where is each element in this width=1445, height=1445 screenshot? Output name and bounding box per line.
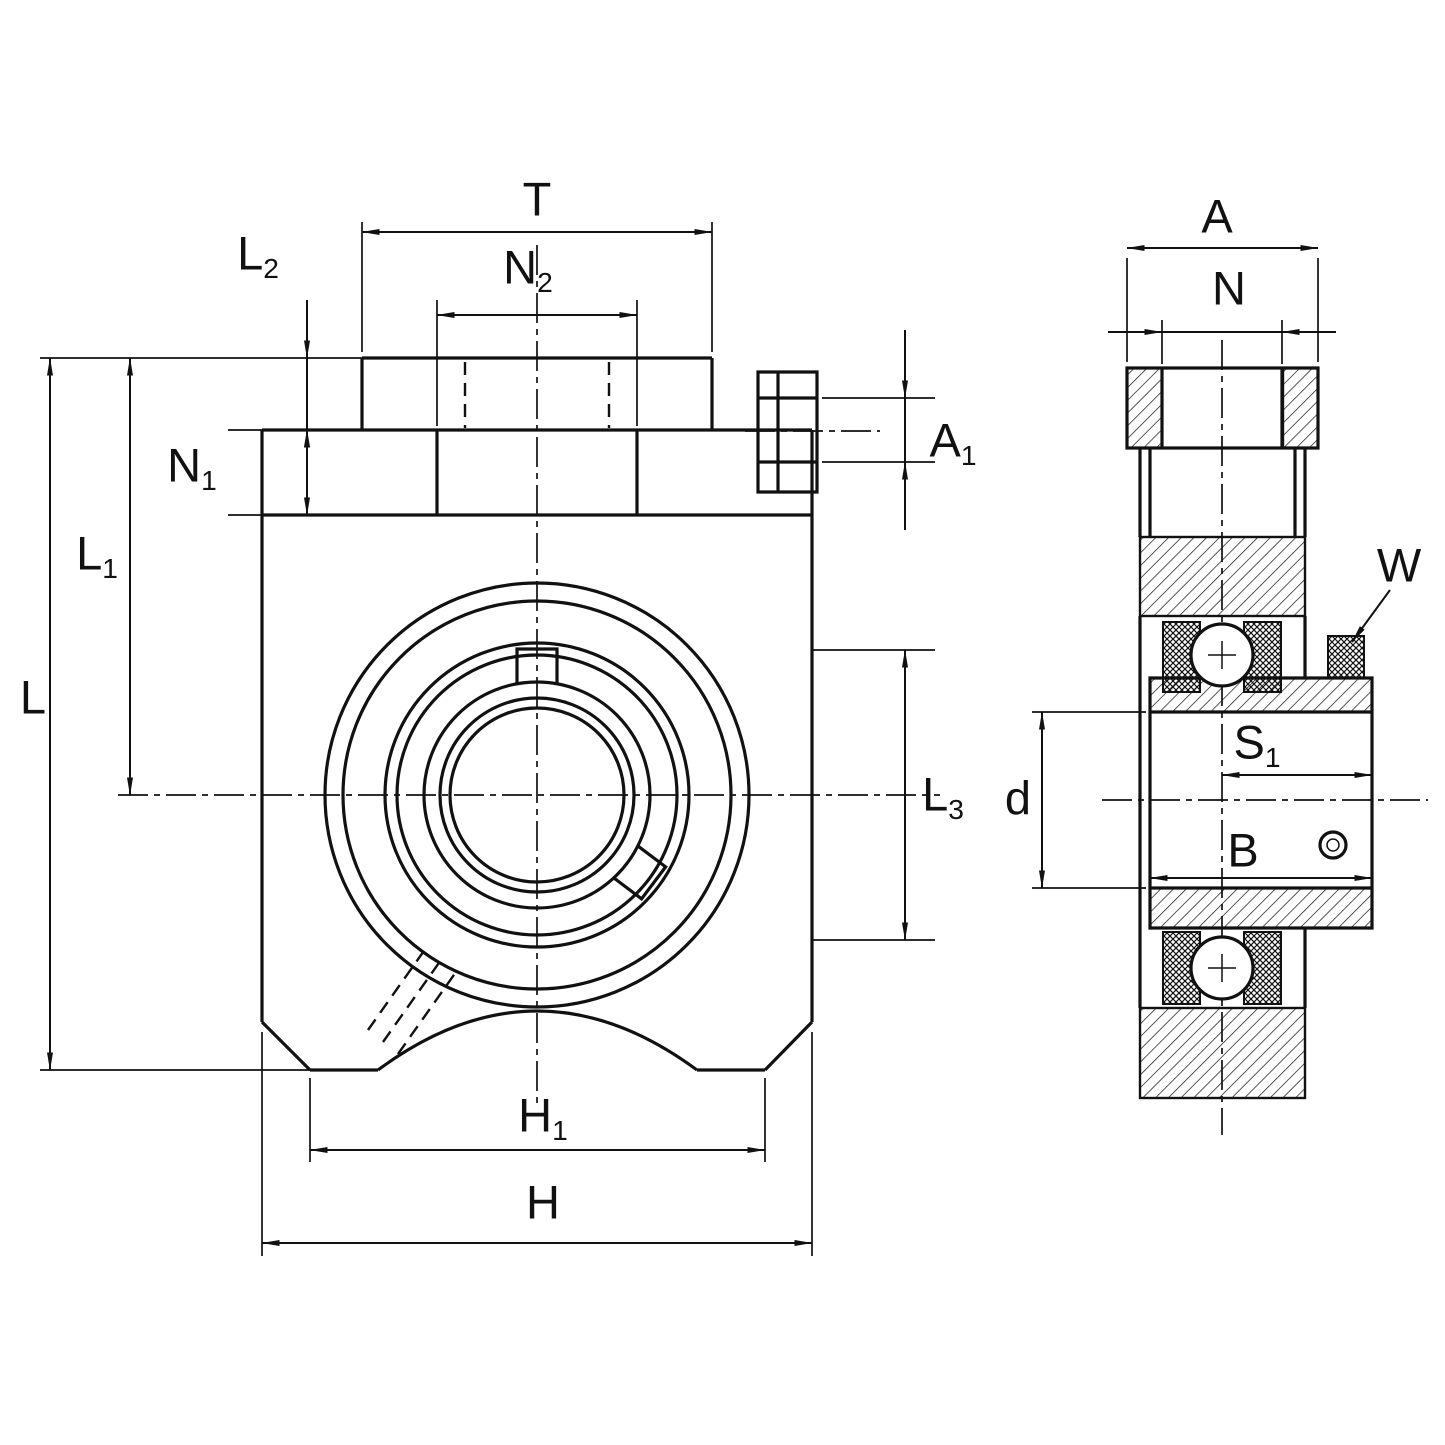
outer-ring-circle: [383, 641, 691, 949]
inner-ring-circle: [422, 680, 652, 910]
dim-label-l3: L3: [922, 767, 964, 826]
housing-side-edges: [1138, 616, 1307, 1008]
bearing-circles: [323, 581, 751, 1009]
dim-label-h: H: [526, 1175, 560, 1229]
side-extension-lines: [1032, 258, 1319, 889]
dim-label-a1: A1: [929, 413, 977, 472]
dim-label-n1: N1: [167, 438, 217, 497]
housing-boss-inner-circle: [341, 599, 733, 991]
front-dimension-lines: [47, 229, 908, 1246]
dim-label-n: N: [1212, 261, 1246, 315]
thread-hole-hidden-lines: [463, 362, 611, 428]
housing-section-lower: [1138, 1006, 1307, 1100]
inner-ring-outline: [1148, 676, 1374, 930]
dim-label-l: L: [19, 670, 47, 724]
set-screw-hole-outer: [1318, 830, 1348, 860]
bore-chamfer-circle: [438, 696, 636, 894]
set-screw-hole-inner: [1326, 838, 1340, 852]
set-screw-section: [1327, 635, 1365, 679]
housing-section-upper: [1138, 535, 1307, 618]
top-block-outline: [1125, 366, 1320, 450]
ball-lower-center-cross: [1208, 954, 1236, 982]
dim-label-h1: H1: [518, 1088, 568, 1147]
dim-W-leader: [1351, 589, 1391, 643]
bore-circle: [448, 706, 626, 884]
dim-label-a: A: [1201, 189, 1233, 243]
side-view: [1032, 245, 1428, 1135]
set-screw-tab-side: [613, 845, 668, 902]
ball-upper-center-cross: [1208, 641, 1236, 669]
side-dimension-lines: [1039, 245, 1391, 889]
dim-label-t: T: [522, 172, 552, 226]
top-block-section-right: [1281, 366, 1320, 450]
housing-outline: [260, 356, 814, 1072]
front-extension-lines: [40, 222, 935, 1256]
dim-label-l2: L2: [237, 226, 279, 285]
slide-frame-block: [756, 370, 819, 494]
dim-label-w: W: [1376, 538, 1422, 592]
set-screw-tab-top: [515, 647, 559, 683]
housing-boss-outer-circle: [323, 581, 751, 1009]
front-view: [40, 222, 940, 1256]
dim-label-b: B: [1227, 823, 1259, 877]
seal-circle: [395, 653, 679, 937]
oil-hole-hidden-lines: [367, 947, 457, 1055]
dim-label-l1: L1: [76, 526, 118, 585]
dim-label-s1: S1: [1233, 715, 1281, 774]
dim-label-n2: N2: [503, 240, 553, 299]
dim-label-d: d: [1004, 771, 1032, 825]
inner-ring-section-top: [1148, 676, 1374, 714]
top-block-section-left: [1125, 366, 1164, 450]
inner-ring-section-bottom: [1148, 886, 1374, 930]
column-outline: [1138, 448, 1307, 537]
